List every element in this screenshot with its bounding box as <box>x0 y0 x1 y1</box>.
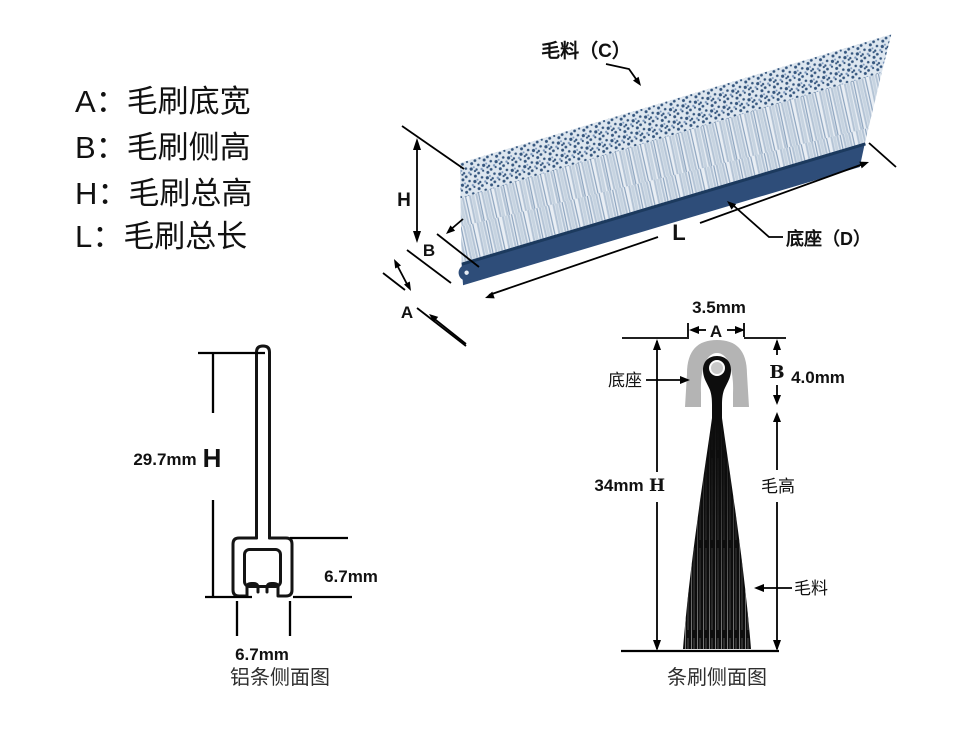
brush-top-stipple <box>460 34 892 199</box>
a-arrowhead-right <box>735 326 745 334</box>
legend-line-b: B：毛刷侧高 <box>75 130 251 165</box>
profile-base-label: 底座 <box>608 371 642 390</box>
base-arrowhead <box>680 376 690 384</box>
profile-caption: 条刷侧面图 <box>667 666 767 689</box>
alu-stem <box>255 344 271 540</box>
hair-height-label: 毛高 <box>761 477 795 496</box>
a-arrowhead-left <box>689 326 699 334</box>
ext-line-a-bottom <box>416 307 467 347</box>
alu-channel-right <box>265 536 294 598</box>
hair-arrowhead-top <box>773 412 781 422</box>
alu-caption: 铝条侧面图 <box>230 666 330 689</box>
profile-dim-a: A <box>710 322 722 341</box>
base-d-leader <box>733 205 783 238</box>
l-arrow-left <box>485 291 495 299</box>
profile-material-label: 毛料 <box>794 579 828 598</box>
b-arrowhead <box>446 225 456 234</box>
hair-arrowhead-bottom <box>773 640 781 651</box>
ext-line-right-end <box>868 142 897 168</box>
ext-line-a-left <box>382 272 406 291</box>
a-arrow-down <box>404 281 411 291</box>
profile-dim-h: H <box>649 476 665 496</box>
base-d-label: 底座（D） <box>786 228 871 249</box>
ext-line-b-bottom <box>406 249 452 284</box>
rail-top-edge <box>461 142 866 266</box>
profile-base-holder <box>685 340 749 407</box>
l-dim-line-left <box>488 236 659 296</box>
iso-dim-a: A <box>401 303 413 322</box>
brush-body-hatch <box>460 72 882 263</box>
l-arrow-right <box>859 161 869 169</box>
legend: A：毛刷底宽 B：毛刷侧高 H：毛刷总高 L：毛刷总长 <box>75 84 252 254</box>
profile-side-height-value: 4.0mm <box>791 368 845 387</box>
profile-dim-b: B <box>769 362 784 383</box>
h-arrowhead-bottom <box>653 640 661 651</box>
bristle-texture <box>683 356 751 649</box>
a-arrow-up <box>394 259 401 269</box>
material-c-label: 毛料（C） <box>541 39 631 62</box>
alu-side-value: 6.7mm <box>324 567 378 586</box>
alu-width-value: 6.7mm <box>235 645 289 664</box>
alu-channel-cavity <box>243 548 282 588</box>
iso-dim-b: B <box>423 241 435 260</box>
b-arrowhead-bottom <box>773 395 781 405</box>
legend-line-a: A：毛刷底宽 <box>75 84 251 119</box>
base-d-arrowhead <box>727 201 737 210</box>
core-wire <box>709 360 725 376</box>
profile-total-height-value: 34mm <box>594 476 643 495</box>
iso-dim-h: H <box>397 190 411 211</box>
a-leader-arrowhead <box>429 314 439 323</box>
ext-line-top <box>401 125 465 170</box>
legend-line-l: L：毛刷总长 <box>75 219 247 254</box>
aluminum-profile-diagram: 29.7mm H 6.7mm 6.7mm 铝条侧面图 <box>133 344 378 689</box>
h-arrowhead-top <box>653 339 661 350</box>
iso-dim-l: L <box>672 220 685 245</box>
brush-strip-3d <box>458 34 892 286</box>
rail-end-hole <box>464 270 469 275</box>
b-arrowhead-top <box>773 339 781 350</box>
a-dim-line <box>396 264 409 287</box>
material-c-arrowhead <box>633 76 641 86</box>
legend-line-h: H：毛刷总高 <box>75 176 252 211</box>
material-c-leader <box>605 63 637 80</box>
brush-profile-diagram: 3.5mm A 34mm H B 4.0mm 毛高 底座 <box>594 298 845 689</box>
iso-brush-strip-illustration: 毛料（C） 底座（D） H B A L <box>382 34 897 347</box>
material-arrowhead <box>754 584 764 592</box>
h-arrow-down <box>413 231 421 243</box>
ext-line-b-top <box>436 233 480 268</box>
profile-top-width-value: 3.5mm <box>692 298 746 317</box>
alu-height-value: 29.7mm <box>133 450 196 469</box>
rail-rivet-dots <box>463 149 865 278</box>
l-dim-line-right <box>699 162 867 224</box>
h-arrow-up <box>413 138 421 150</box>
alu-height-letter: H <box>203 443 222 473</box>
a-leader <box>431 316 467 345</box>
